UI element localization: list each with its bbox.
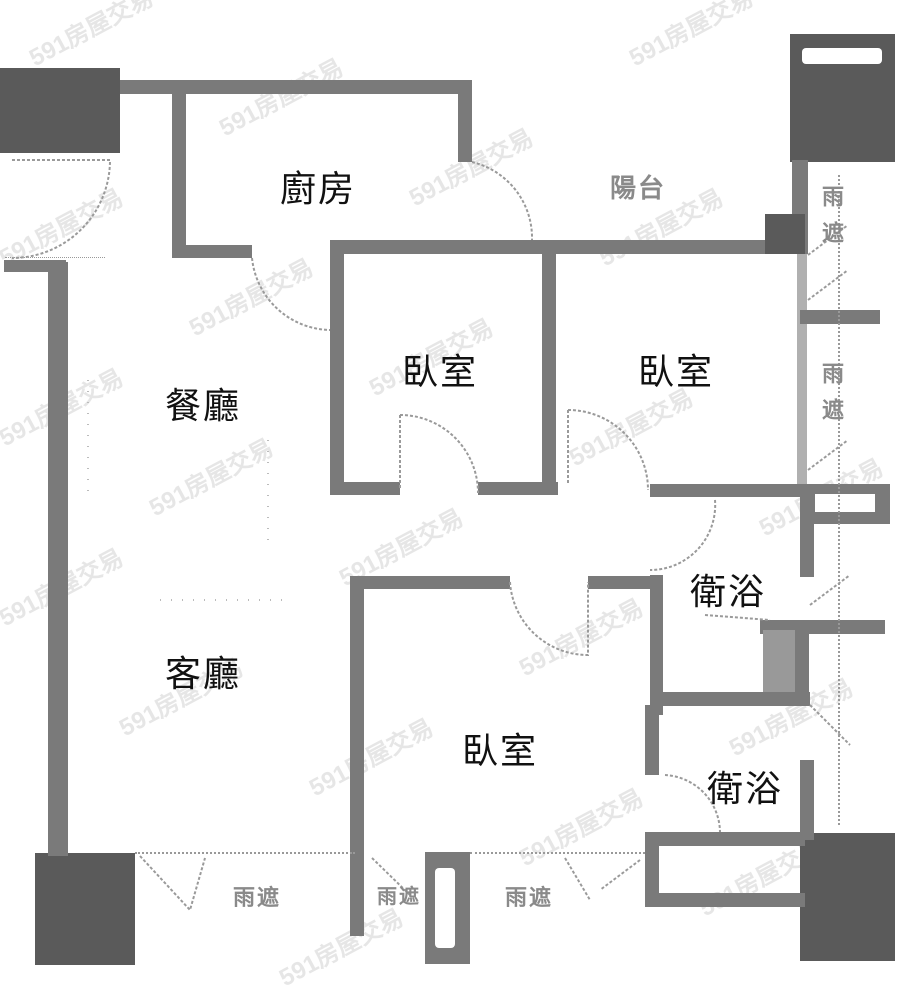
wall-bath2-bottom-ledge	[645, 893, 805, 907]
entry-door-arc	[11, 159, 112, 259]
wall-top	[120, 80, 470, 94]
window-line-right	[838, 175, 840, 825]
bath-fixture-line	[704, 614, 771, 621]
window-swing-right-3	[809, 574, 851, 746]
rain-shelter-label-bottom-left: 雨遮	[233, 886, 282, 911]
rain-shelter-label-right-mid: 雨遮	[818, 362, 843, 434]
wall-bedroom1-right	[542, 243, 556, 493]
sliding-door-bottom-mid	[371, 857, 411, 896]
wall-bath2-left	[645, 705, 659, 775]
column-bottom-right	[800, 833, 895, 961]
wall-bedroom1-bottom-right	[478, 482, 558, 495]
column-top-right	[790, 34, 895, 162]
window-line-bottom-mid	[470, 852, 645, 854]
wall-bath2-bottom	[645, 832, 805, 846]
rain-shelter-label-right-top: 雨遮	[818, 185, 843, 257]
wall-bath1-right	[800, 497, 814, 577]
wall-right-stub-2	[805, 484, 890, 524]
wall-kitchen-bottom	[172, 245, 252, 258]
wall-bedroom3-left	[350, 576, 364, 936]
room-label-bedroom-2: 臥室	[638, 352, 715, 393]
wall-bedroom1-bottom-left	[330, 482, 400, 495]
bedroom2-door-arc	[567, 409, 649, 491]
balcony-door-arc	[471, 161, 534, 241]
wall-entry-stub	[4, 260, 66, 272]
wall-bedroom2-bottom	[650, 484, 810, 497]
column-bottom-left	[35, 853, 135, 965]
rain-shelter-label-bottom-right: 雨遮	[505, 886, 554, 911]
room-label-bedroom-1: 臥室	[402, 352, 479, 393]
rain-shelter-label-bottom-mid: 雨遮	[377, 884, 421, 908]
wall-balcony-bottom	[330, 240, 800, 254]
kitchen-door-arc	[251, 257, 331, 331]
entry-area	[5, 155, 105, 258]
sliding-door-bottom-left	[139, 855, 206, 912]
room-label-kitchen: 廚房	[280, 169, 357, 210]
room-label-bathroom-2: 衛浴	[707, 769, 784, 810]
bathroom2-door-arc	[664, 774, 721, 833]
room-label-dining: 餐廳	[165, 386, 242, 427]
wall-bath1-left	[650, 575, 663, 715]
window-swing-right-1	[807, 224, 849, 301]
bedroom3-door-arc	[509, 581, 589, 657]
wall-kitchen-left	[172, 93, 186, 258]
room-label-bedroom-3: 臥室	[462, 731, 539, 772]
wall-bedroom1-left	[330, 243, 344, 493]
wall-right-stub-1	[800, 310, 880, 324]
room-label-balcony: 陽台	[610, 174, 667, 204]
wall-left	[48, 262, 68, 856]
closet-bottom	[425, 852, 470, 964]
bathroom1-door-arc	[649, 499, 717, 572]
wall-bath2-right	[800, 760, 814, 840]
shaft-bath	[763, 630, 798, 698]
closet-slot	[435, 868, 455, 948]
wall-bedroom3-top-left	[350, 576, 510, 589]
vent-slot	[815, 494, 875, 512]
wall-kitchen-right	[458, 80, 472, 162]
window-line-bottom-left	[135, 852, 355, 854]
window-swing-right-2	[807, 439, 849, 471]
room-label-bathroom-1: 衛浴	[690, 572, 767, 613]
bedroom1-door-arc	[399, 414, 479, 494]
window-bedroom2	[797, 254, 807, 484]
sliding-door-bottom-right	[564, 857, 641, 901]
wall-bath1-right-lower	[795, 630, 809, 705]
pipe-shaft	[765, 214, 805, 254]
column-top-left	[0, 68, 120, 153]
room-label-living: 客廳	[165, 654, 242, 695]
wall-bedroom3-top-right	[588, 576, 658, 589]
wall-bath2-bottom-left	[645, 832, 659, 902]
wall-bath1-bottom	[660, 692, 810, 706]
vent-slot	[802, 48, 882, 64]
